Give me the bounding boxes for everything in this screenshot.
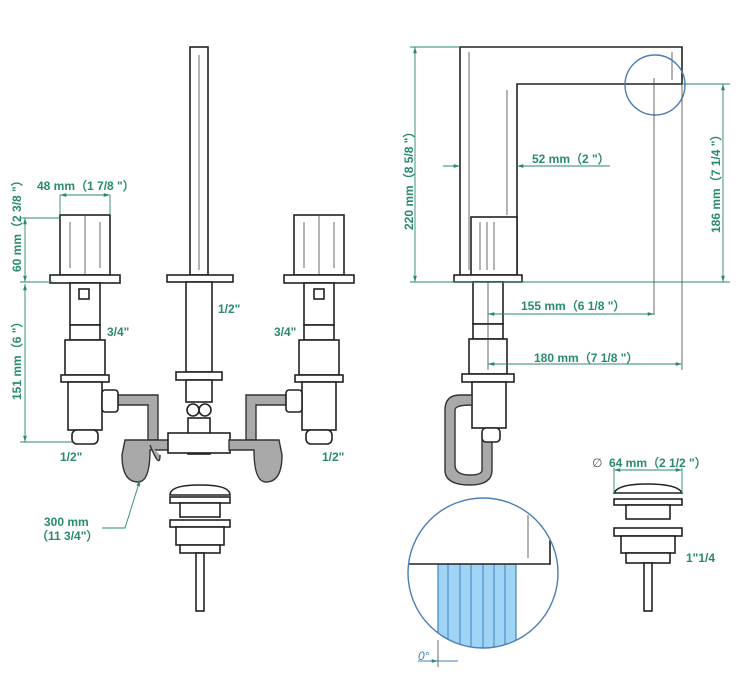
reach-outlet-label: 155 mm（6 1/8 "） — [521, 298, 625, 313]
drain-side — [612, 468, 684, 612]
spout-width-label: 52 mm（2 "） — [532, 151, 610, 166]
left-inlet-label: 1/2" — [60, 450, 82, 464]
left-valve — [49, 214, 121, 445]
total-height-label: 220 mm（8 5/8 "） — [401, 126, 416, 230]
left-valve-thread-label: 3/4" — [107, 325, 129, 339]
drain-front — [169, 484, 231, 612]
diameter-symbol: ∅ — [592, 456, 602, 470]
total-reach-label: 180 mm（7 1/8 "） — [534, 350, 638, 365]
side-view — [410, 46, 730, 486]
handle-height-label: 60 mm（2 3/8 "） — [9, 174, 24, 272]
handle-width-label: 48 mm（1 7/8 "） — [37, 178, 135, 193]
outlet-detail-marker — [624, 54, 686, 116]
connection-hoses — [101, 389, 303, 483]
valve-height-label: 151 mm（6 "） — [9, 316, 24, 400]
drain-diameter-label: 64 mm（2 1/2 "） — [609, 455, 707, 470]
spout-front — [166, 46, 234, 455]
right-valve-thread-label: 3/4" — [274, 325, 296, 339]
drain-thread-label: 1"1/4 — [686, 551, 715, 565]
spout-thread-label: 1/2" — [218, 302, 240, 316]
hose-length-label: 300 mm — [44, 515, 89, 529]
right-valve — [283, 214, 355, 445]
outlet-height-label: 186 mm（7 1/4 "） — [708, 129, 723, 233]
hose-length-inch-label: （11 3/4"） — [36, 528, 98, 543]
angle-label: 0° — [418, 649, 430, 663]
right-inlet-label: 1/2" — [322, 450, 344, 464]
front-view — [20, 46, 355, 612]
outlet-detail-view — [407, 497, 559, 667]
